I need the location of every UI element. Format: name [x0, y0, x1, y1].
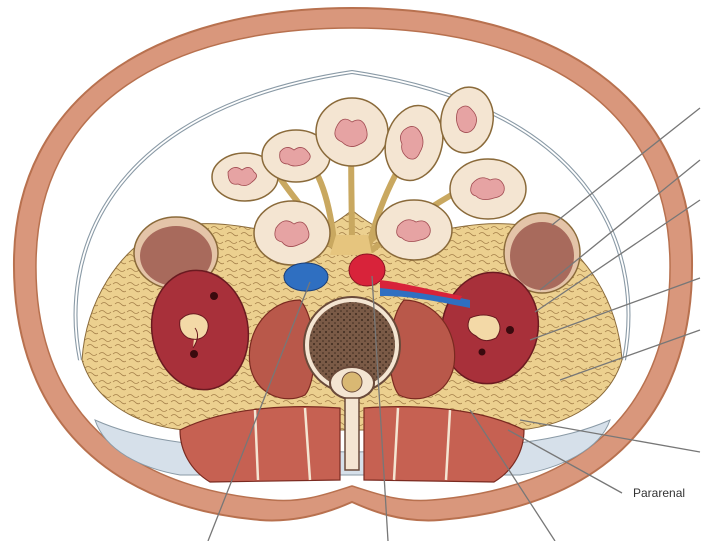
aorta: [349, 254, 385, 286]
ivc: [284, 263, 328, 291]
label-pararenal: Pararenal: [633, 486, 685, 500]
